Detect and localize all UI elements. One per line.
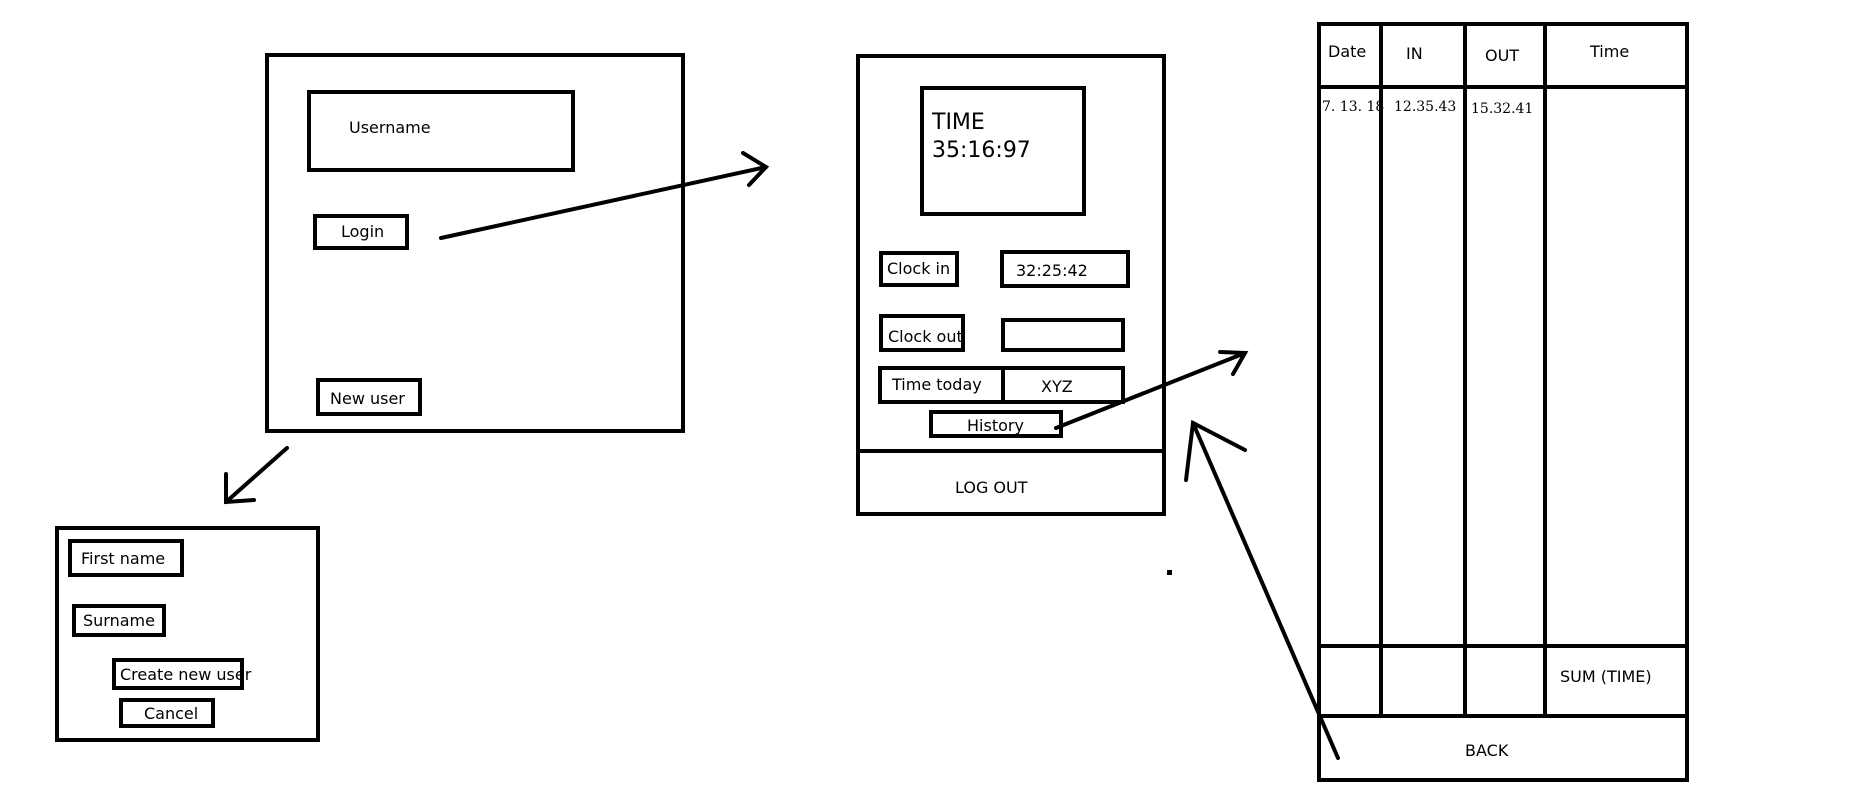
arrow-login-to-new-user-head (224, 472, 256, 505)
back-row-divider (1317, 714, 1689, 718)
clock-in-value: 32:25:42 (1000, 250, 1130, 288)
clock-out-button[interactable]: Clock out (879, 314, 965, 352)
clock-in-button[interactable]: Clock in (879, 251, 959, 287)
surname-field[interactable]: Surname (72, 604, 166, 637)
clock-out-button-label: Clock out (888, 327, 963, 346)
login-button-label: Login (341, 222, 385, 241)
table-cell-in: 12.35.43 (1394, 99, 1457, 115)
first-name-label: First name (81, 549, 166, 568)
arrow-back-to-clock-head (1184, 419, 1247, 482)
sum-time-label: SUM (TIME) (1560, 667, 1652, 686)
arrow-history-to-table-head (1218, 350, 1249, 376)
clock-in-value-text: 32:25:42 (1016, 261, 1088, 280)
time-value: 35:16:97 (932, 138, 1031, 163)
clock-in-button-label: Clock in (887, 259, 951, 278)
clock-screen-divider (856, 449, 1166, 453)
time-today-label-box: Time today (878, 366, 1006, 404)
table-cell-out: 15.32.41 (1471, 101, 1534, 117)
cancel-button-label: Cancel (144, 704, 199, 723)
column-separator (1543, 22, 1547, 718)
surname-label: Surname (83, 611, 155, 630)
new-user-button-label: New user (330, 389, 405, 408)
time-title: TIME (932, 110, 985, 135)
clock-out-value (1001, 318, 1125, 352)
new-user-button[interactable]: New user (316, 378, 422, 416)
column-header-date: Date (1328, 42, 1367, 61)
time-display: TIME 35:16:97 (920, 86, 1086, 216)
column-separator (1379, 22, 1383, 718)
column-header-time: Time (1590, 42, 1630, 61)
arrow-login-to-clock-head (741, 151, 770, 187)
first-name-field[interactable]: First name (68, 539, 184, 577)
stray-dot (1167, 570, 1172, 575)
time-today-value-box: XYZ (1001, 366, 1125, 404)
time-today-value: XYZ (1041, 377, 1073, 396)
create-new-user-button[interactable]: Create new user (112, 658, 251, 690)
username-field[interactable]: Username (307, 90, 575, 172)
column-header-out: OUT (1485, 46, 1520, 65)
username-label: Username (349, 118, 431, 137)
logout-button[interactable]: LOG OUT (955, 478, 1028, 497)
sum-row-divider (1317, 644, 1689, 648)
history-button-label: History (967, 416, 1024, 435)
history-button[interactable]: History (929, 410, 1063, 438)
arrow-login-to-new-user (224, 446, 289, 504)
login-button[interactable]: Login (313, 214, 409, 250)
back-button[interactable]: BACK (1465, 741, 1509, 760)
header-row-divider (1317, 85, 1689, 89)
column-separator (1463, 22, 1467, 718)
column-header-in: IN (1406, 44, 1423, 63)
create-new-user-button-label: Create new user (120, 665, 252, 684)
cancel-button[interactable]: Cancel (119, 698, 215, 728)
time-today-label: Time today (892, 375, 982, 394)
table-cell-date: 7. 13. 18 (1322, 99, 1385, 115)
